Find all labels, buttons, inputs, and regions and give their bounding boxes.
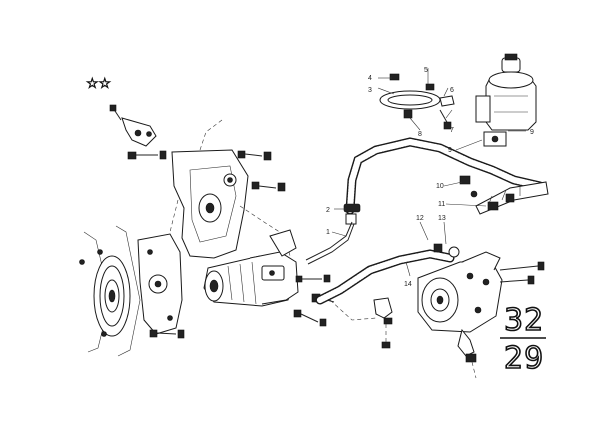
bolt-icon bbox=[251, 181, 286, 192]
pressure-pipe bbox=[305, 221, 353, 261]
pulley-icon bbox=[79, 225, 141, 357]
rubber-mount-icon bbox=[373, 297, 393, 349]
callout-5: 5 bbox=[424, 67, 428, 74]
bolt-icon bbox=[499, 261, 545, 271]
callout-leaders bbox=[331, 68, 526, 277]
reservoir-strap-icon bbox=[379, 83, 455, 119]
callout-9-reservoir: 9 bbox=[530, 129, 534, 136]
mounting-bracket-icon bbox=[159, 119, 287, 273]
callout-labels: 1 2 3 4 5 6 7 8 9 10 11 12 13 14 9 bbox=[326, 67, 534, 288]
callout-6: 6 bbox=[450, 87, 454, 94]
bolt-icon bbox=[293, 309, 327, 327]
callout-14: 14 bbox=[404, 281, 412, 288]
callout-7: 7 bbox=[450, 127, 454, 134]
adjusting-nut-icon bbox=[433, 243, 460, 258]
power-steering-pump-icon bbox=[203, 229, 299, 307]
callout-3: 3 bbox=[368, 87, 372, 94]
bolt-icon bbox=[237, 150, 272, 161]
bolt-icon bbox=[389, 73, 400, 81]
callout-13: 13 bbox=[438, 215, 446, 222]
oil-reservoir-icon bbox=[475, 53, 537, 147]
callout-11: 11 bbox=[438, 201, 445, 208]
callout-2: 2 bbox=[326, 207, 330, 214]
group-number-bottom: 29 bbox=[504, 341, 544, 376]
return-hose bbox=[315, 249, 455, 305]
callout-1: 1 bbox=[326, 229, 330, 236]
callout-8: 8 bbox=[418, 131, 422, 138]
bolt-icon bbox=[149, 329, 185, 339]
double-star-icon: ☆☆ bbox=[86, 76, 111, 92]
hose-clamp-icon bbox=[343, 203, 361, 225]
leader-dashed bbox=[329, 299, 377, 321]
group-number: 32 29 bbox=[500, 302, 546, 377]
small-bracket-icon bbox=[109, 104, 157, 147]
high-pressure-hose bbox=[345, 137, 545, 215]
callout-4: 4 bbox=[368, 75, 372, 82]
callout-10: 10 bbox=[436, 183, 444, 190]
bolt-icon bbox=[127, 150, 167, 160]
mounting-plate-icon bbox=[137, 233, 183, 335]
callout-9: 9 bbox=[448, 147, 452, 154]
bolt-icon bbox=[499, 275, 535, 285]
group-number-top: 32 bbox=[504, 303, 544, 338]
steering-gearbox-icon bbox=[417, 251, 503, 379]
bolt-icon bbox=[439, 109, 452, 130]
callout-12: 12 bbox=[416, 215, 424, 222]
nut-icon bbox=[295, 274, 331, 283]
pressure-pipe-edge bbox=[307, 223, 355, 265]
return-pipe-right bbox=[459, 175, 549, 215]
